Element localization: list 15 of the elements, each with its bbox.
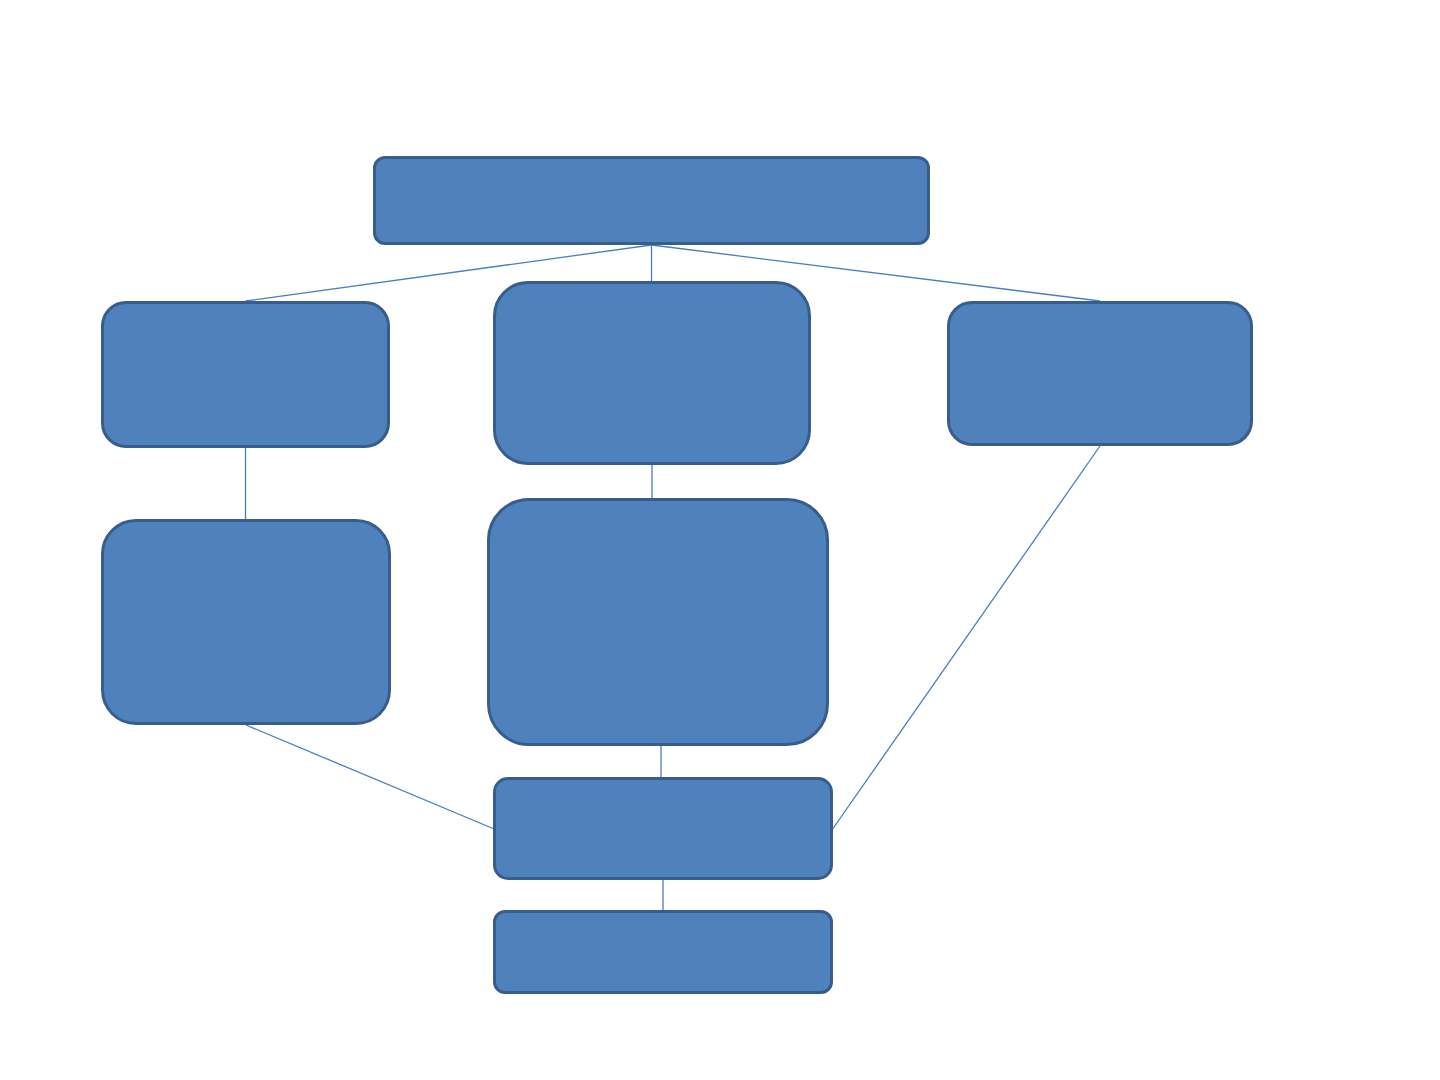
- rounded-box: [373, 156, 930, 245]
- rounded-box: [493, 281, 811, 465]
- rounded-box: [101, 519, 391, 725]
- rounded-box: [493, 777, 833, 880]
- rounded-box: [487, 498, 829, 746]
- rounded-box: [947, 301, 1253, 446]
- connector-line: [651, 464, 653, 499]
- connector-line: [662, 879, 664, 911]
- connector-line: [244, 447, 247, 520]
- connector-line: [650, 244, 653, 282]
- rounded-box: [493, 910, 833, 994]
- connector-line: [245, 724, 494, 830]
- rounded-box: [101, 301, 390, 448]
- connector-line: [660, 745, 662, 778]
- connector-line: [832, 445, 1101, 830]
